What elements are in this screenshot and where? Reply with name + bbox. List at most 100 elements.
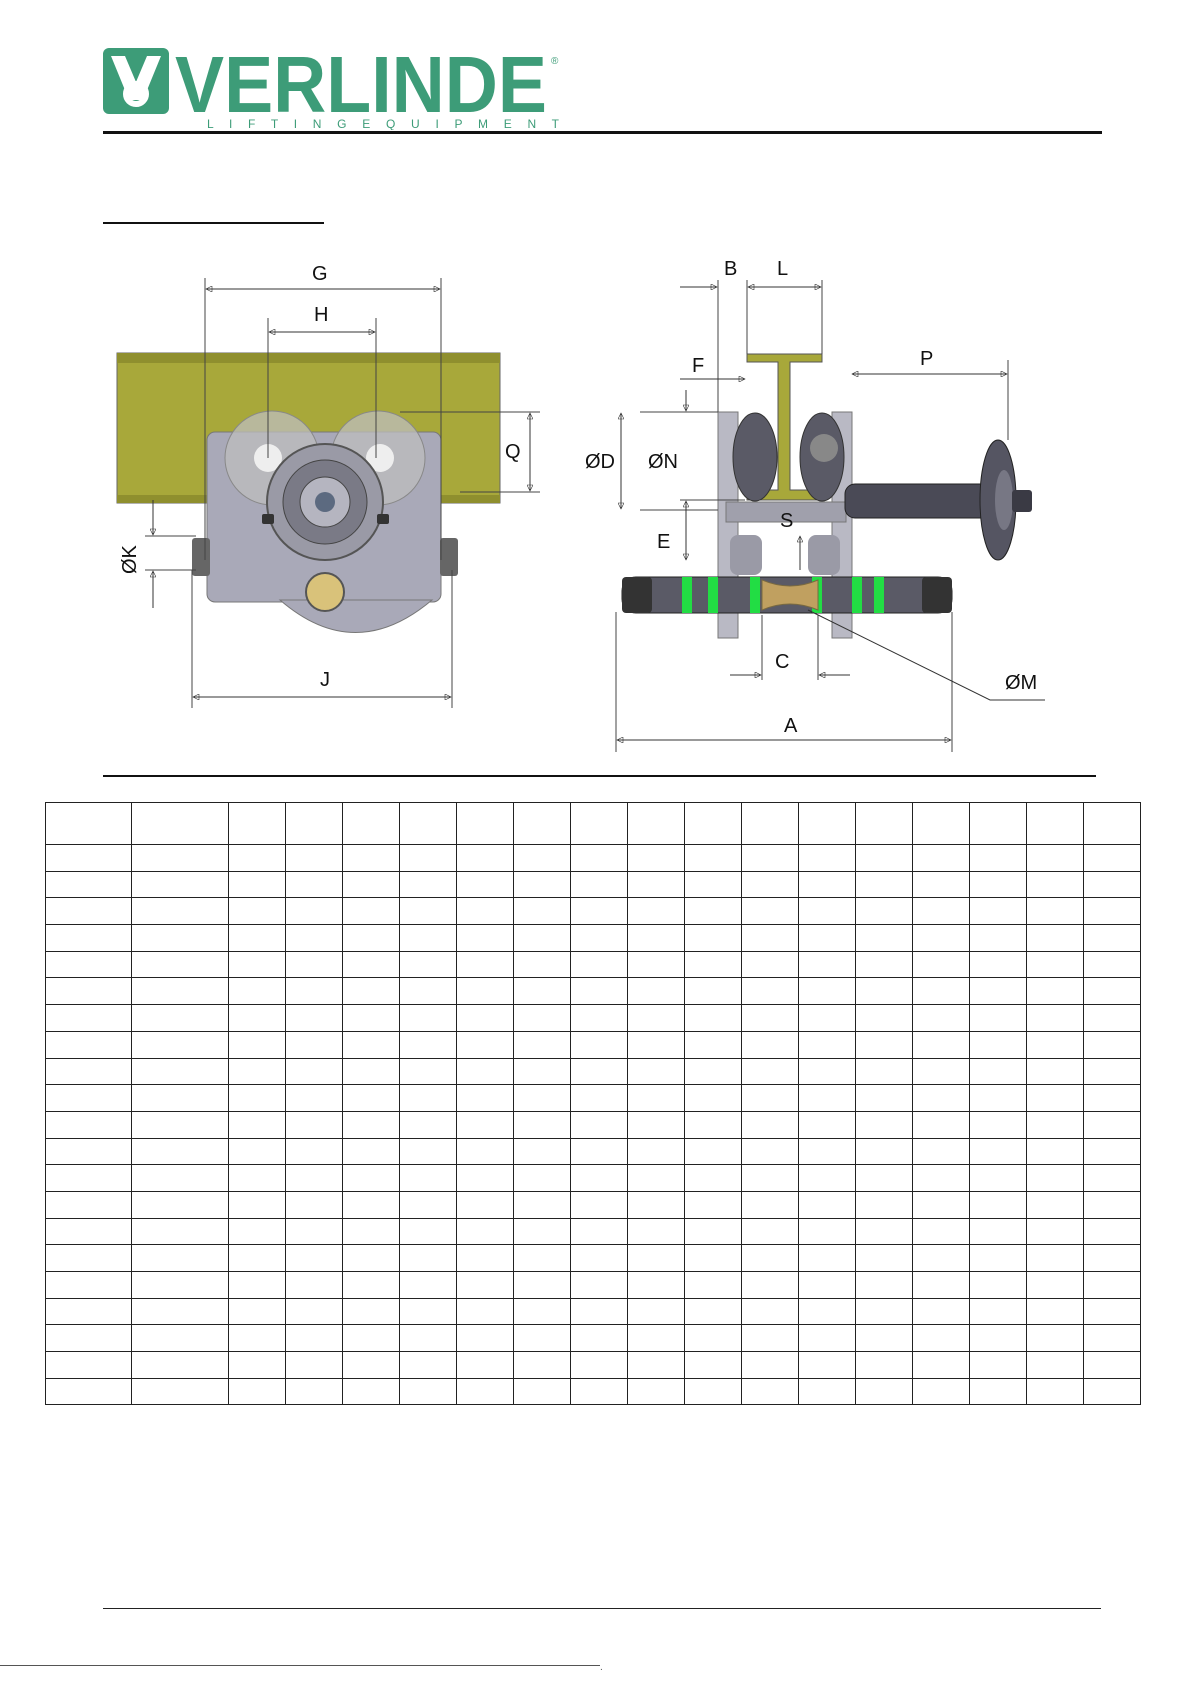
table-cell — [285, 1324, 343, 1353]
table-cell — [399, 950, 457, 979]
table-cell — [342, 802, 400, 845]
table-cell — [798, 1110, 856, 1139]
table-cell — [912, 1297, 970, 1326]
table-cell — [1083, 1217, 1141, 1246]
table-cell — [513, 1377, 571, 1406]
table-cell — [228, 802, 286, 845]
table-cell — [912, 1351, 970, 1379]
chain-wheel-shaft — [844, 483, 996, 519]
table-cell — [798, 1297, 856, 1326]
verlinde-logo: VERLINDE ® L I F T I N G E Q U I P M E N… — [103, 48, 560, 130]
table-cell — [969, 870, 1027, 899]
table-cell — [627, 1004, 685, 1032]
table-cell — [131, 1297, 229, 1326]
table-cell — [342, 1190, 400, 1219]
table-cell — [513, 1164, 571, 1192]
table-cell — [741, 1217, 799, 1246]
table-cell — [45, 950, 132, 979]
table-row — [45, 1297, 1141, 1326]
table-cell — [399, 1084, 457, 1112]
table-cell — [285, 1084, 343, 1112]
table-cell — [912, 1217, 970, 1246]
table-cell — [45, 1297, 132, 1326]
table-cell — [570, 1030, 628, 1059]
table-cell — [399, 1137, 457, 1166]
table-cell — [741, 977, 799, 1006]
table-cell — [855, 897, 913, 926]
table-cell — [684, 1217, 742, 1246]
table-cell — [131, 870, 229, 899]
table-cell — [627, 977, 685, 1006]
table-cell — [627, 1271, 685, 1299]
table-cell — [741, 844, 799, 872]
table-cell — [285, 1377, 343, 1406]
table-cell — [684, 1190, 742, 1219]
front-view: G H Q ØK J — [116, 263, 540, 708]
table-cell — [798, 1004, 856, 1032]
table-cell — [513, 1137, 571, 1166]
table-cell — [855, 1297, 913, 1326]
table-cell — [798, 1030, 856, 1059]
table-cell — [912, 844, 970, 872]
table-cell — [1026, 1217, 1084, 1246]
spec-grid — [45, 802, 1141, 1406]
table-cell — [342, 1377, 400, 1406]
table-row — [45, 977, 1141, 1006]
table-cell — [798, 802, 856, 845]
table-cell — [570, 802, 628, 845]
table-cell — [570, 1271, 628, 1299]
table-cell — [912, 870, 970, 899]
label-g: G — [312, 263, 328, 285]
table-cell — [627, 1030, 685, 1059]
table-cell — [228, 1084, 286, 1112]
table-cell — [1083, 1351, 1141, 1379]
table-cell — [45, 1004, 132, 1032]
table-cell — [969, 802, 1027, 845]
table-cell — [456, 1324, 514, 1353]
table-cell — [684, 924, 742, 952]
table-cell — [741, 924, 799, 952]
table-cell — [1083, 1057, 1141, 1086]
table-cell — [131, 1110, 229, 1139]
table-cell — [1083, 844, 1141, 872]
table-cell — [798, 1084, 856, 1112]
table-cell — [969, 1271, 1027, 1299]
table-cell — [45, 897, 132, 926]
table-cell — [45, 1377, 132, 1406]
table-cell — [1083, 802, 1141, 845]
table-cell — [684, 950, 742, 979]
table-cell — [513, 1271, 571, 1299]
technical-drawings: G H Q ØK J — [0, 240, 1191, 770]
table-cell — [513, 924, 571, 952]
table-cell — [342, 977, 400, 1006]
table-cell — [570, 1004, 628, 1032]
table-cell — [684, 1057, 742, 1086]
table-cell — [570, 950, 628, 979]
table-cell — [855, 1164, 913, 1192]
table-cell — [1083, 1271, 1141, 1299]
table-cell — [570, 897, 628, 926]
table-cell — [228, 1377, 286, 1406]
table-cell — [285, 950, 343, 979]
table-cell — [342, 924, 400, 952]
table-cell — [456, 844, 514, 872]
table-cell — [399, 1217, 457, 1246]
table-cell — [285, 844, 343, 872]
table-cell — [912, 924, 970, 952]
table-cell — [228, 1190, 286, 1219]
table-cell — [513, 1217, 571, 1246]
table-cell — [684, 870, 742, 899]
table-cell — [399, 977, 457, 1006]
table-cell — [1083, 1244, 1141, 1272]
table-cell — [912, 802, 970, 845]
table-cell — [969, 1244, 1027, 1272]
table-cell — [285, 1004, 343, 1032]
table-cell — [456, 1217, 514, 1246]
table-cell — [798, 1164, 856, 1192]
table-cell — [627, 1217, 685, 1246]
table-cell — [228, 1271, 286, 1299]
table-cell — [513, 1110, 571, 1139]
label-c: C — [775, 651, 789, 673]
table-cell — [285, 1244, 343, 1272]
table-cell — [741, 1351, 799, 1379]
